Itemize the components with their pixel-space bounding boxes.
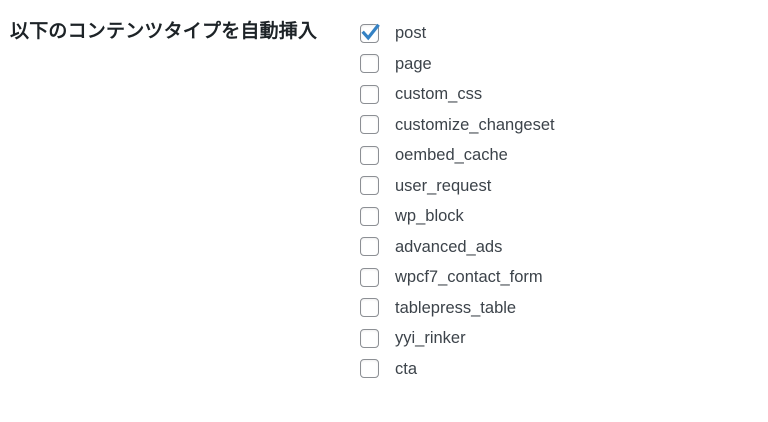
checkbox-row-yyi_rinker[interactable]: yyi_rinker xyxy=(360,323,750,354)
checkbox-label-page[interactable]: page xyxy=(395,54,432,73)
checkbox-label-custom_css[interactable]: custom_css xyxy=(395,85,483,104)
checkbox-wpcf7_contact_form[interactable] xyxy=(360,267,379,287)
field-label-auto-insert-content-types: 以下のコンテンツタイプを自動挿入 xyxy=(10,21,318,42)
checkbox-row-post[interactable]: post xyxy=(360,18,750,49)
checkbox-label-wpcf7_contact_form[interactable]: wpcf7_contact_form xyxy=(395,268,543,287)
checkbox-oembed_cache[interactable] xyxy=(360,145,379,165)
checkbox-label-advanced_ads[interactable]: advanced_ads xyxy=(395,237,503,256)
checkbox-row-wpcf7_contact_form[interactable]: wpcf7_contact_form xyxy=(360,262,750,293)
checkbox-label-user_request[interactable]: user_request xyxy=(395,176,492,195)
checkbox-row-user_request[interactable]: user_request xyxy=(360,171,750,202)
checkbox-row-customize_changeset[interactable]: customize_changeset xyxy=(360,110,750,141)
checkbox-row-wp_block[interactable]: wp_block xyxy=(360,201,750,232)
checkbox-yyi_rinker[interactable] xyxy=(360,328,379,348)
checkbox-label-tablepress_table[interactable]: tablepress_table xyxy=(395,298,517,317)
checkbox-wp_block[interactable] xyxy=(360,206,379,226)
checkbox-label-post[interactable]: post xyxy=(395,24,427,43)
checkbox-advanced_ads[interactable] xyxy=(360,237,379,257)
checkbox-customize_changeset[interactable] xyxy=(360,115,379,135)
checkbox-label-wp_block[interactable]: wp_block xyxy=(395,207,464,226)
checkbox-row-oembed_cache[interactable]: oembed_cache xyxy=(360,140,750,171)
checkbox-row-advanced_ads[interactable]: advanced_ads xyxy=(360,232,750,263)
checkbox-cta[interactable] xyxy=(360,359,379,379)
checkbox-row-page[interactable]: page xyxy=(360,49,750,80)
checkmark-icon xyxy=(361,23,380,41)
checkbox-label-oembed_cache[interactable]: oembed_cache xyxy=(395,146,508,165)
checkbox-custom_css[interactable] xyxy=(360,84,379,104)
checkbox-user_request[interactable] xyxy=(360,176,379,196)
checkbox-label-customize_changeset[interactable]: customize_changeset xyxy=(395,115,555,134)
checkbox-row-cta[interactable]: cta xyxy=(360,354,750,385)
checkbox-tablepress_table[interactable] xyxy=(360,298,379,318)
checkbox-row-tablepress_table[interactable]: tablepress_table xyxy=(360,293,750,324)
checkbox-post[interactable] xyxy=(360,23,380,43)
checkbox-row-custom_css[interactable]: custom_css xyxy=(360,79,750,110)
checkbox-label-cta[interactable]: cta xyxy=(395,359,418,378)
checkbox-label-yyi_rinker[interactable]: yyi_rinker xyxy=(395,329,466,348)
checkbox-page[interactable] xyxy=(360,54,379,74)
